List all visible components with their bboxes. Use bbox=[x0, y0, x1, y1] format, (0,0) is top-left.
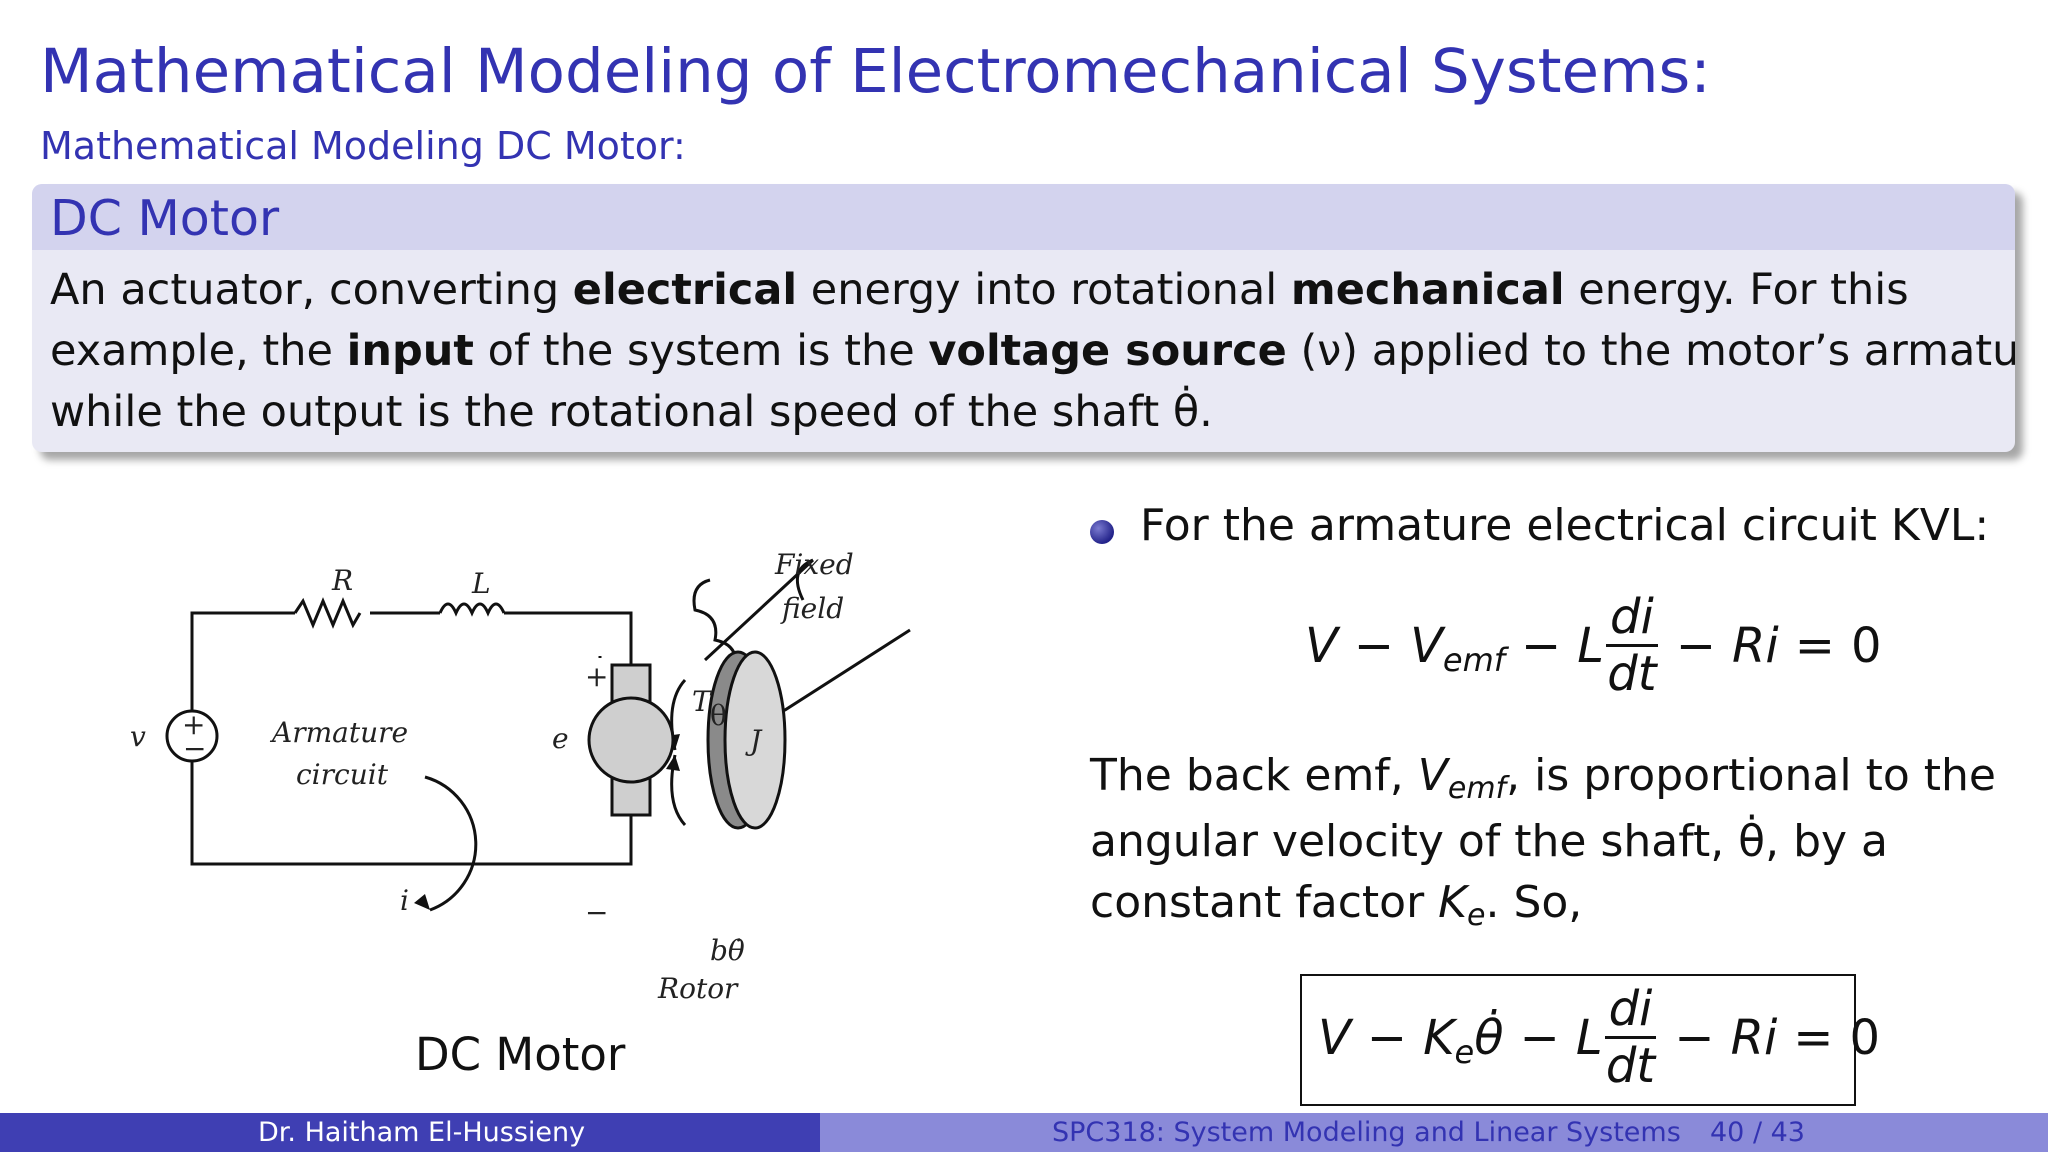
footer-right-panel bbox=[820, 1113, 2048, 1152]
eq-symbol: V bbox=[1318, 1009, 1351, 1066]
frame-subtitle: Mathematical Modeling DC Motor: bbox=[40, 124, 686, 168]
text: . So, bbox=[1485, 877, 1583, 928]
eq-numerator: di bbox=[1606, 590, 1658, 647]
para-line-2: angular velocity of the shaft, θ̇, by a bbox=[1090, 816, 1888, 867]
eq-symbol: 0 bbox=[1849, 1009, 1881, 1066]
label-theta: θ bbox=[710, 699, 727, 732]
bold-text: electrical bbox=[572, 265, 798, 315]
block-line-3: while the output is the rotational speed… bbox=[50, 387, 1213, 437]
eq-symbol: L bbox=[1575, 1009, 1603, 1066]
bold-text: input bbox=[346, 326, 474, 376]
resistor-symbol bbox=[293, 597, 362, 629]
label-b-theta: bθ̇ bbox=[710, 934, 745, 967]
text: The back emf, bbox=[1090, 750, 1418, 801]
label-e-plus: + bbox=[585, 660, 608, 693]
eq-symbol: V bbox=[1410, 617, 1443, 674]
eq-symbol: Ri bbox=[1732, 617, 1779, 674]
math-subscript: emf bbox=[1447, 771, 1507, 806]
para-line-3: constant factor Ke. So, bbox=[1090, 872, 2040, 938]
label-e: e bbox=[552, 722, 569, 755]
footer-page-number[interactable]: 40 / 43 bbox=[1710, 1117, 1805, 1148]
label-fixed: Fixed bbox=[774, 548, 854, 581]
eq-symbol: K bbox=[1423, 1009, 1455, 1066]
label-source-minus: − bbox=[183, 732, 206, 765]
block-body: An actuator, converting electrical energ… bbox=[50, 260, 2015, 443]
text: of the system is the bbox=[473, 326, 929, 376]
block-title: DC Motor bbox=[50, 190, 280, 247]
label-e-minus: − bbox=[585, 896, 608, 929]
frame-title: Mathematical Modeling of Electromechanic… bbox=[40, 36, 1711, 107]
label-rotor: Rotor bbox=[657, 972, 739, 1005]
bullet-text: For the armature electrical circuit KVL: bbox=[1140, 500, 1990, 551]
text: example, the bbox=[50, 326, 347, 376]
figure-caption: DC Motor bbox=[415, 1028, 626, 1081]
label-circuit: circuit bbox=[296, 758, 389, 791]
eq-subscript: e bbox=[1454, 1032, 1475, 1071]
label-i: i bbox=[400, 884, 409, 917]
label-armature: Armature bbox=[269, 716, 408, 749]
footer-bar: Dr. Haitham El-Hussieny SPC318: System M… bbox=[0, 1113, 2048, 1152]
label-v: v bbox=[130, 720, 146, 753]
block-line-2: example, the input of the system is the … bbox=[50, 321, 2015, 382]
label-l: L bbox=[471, 567, 491, 600]
inductor-symbol bbox=[438, 602, 506, 617]
current-loop-arrow bbox=[424, 775, 478, 912]
label-source-plus: + bbox=[182, 708, 205, 741]
text: energy into rotational bbox=[797, 265, 1291, 315]
text: energy. For this bbox=[1564, 265, 1909, 315]
math-subscript: e bbox=[1467, 898, 1486, 933]
footer-left-panel bbox=[0, 1113, 820, 1152]
label-j: J bbox=[745, 724, 763, 757]
eq-operator: − bbox=[1353, 617, 1395, 674]
eq-denominator: dt bbox=[1607, 646, 1657, 702]
para-line-1: The back emf, Vemf, is proportional to t… bbox=[1090, 745, 2040, 811]
block-line-1: An actuator, converting electrical energ… bbox=[50, 260, 1995, 321]
eq-operator: − bbox=[1366, 1009, 1408, 1066]
bold-text: voltage source bbox=[928, 326, 1287, 376]
math-symbol: V bbox=[1417, 750, 1448, 801]
text: An actuator, converting bbox=[50, 265, 573, 315]
voltage-source-symbol bbox=[165, 709, 219, 763]
dc-motor-diagram: R L v + − Armature circuit i e + − T θ J… bbox=[130, 548, 911, 1005]
bold-text: mechanical bbox=[1290, 265, 1565, 315]
definition-block: DC Motor An actuator, converting electri… bbox=[32, 184, 2015, 452]
back-emf-paragraph: The back emf, Vemf, is proportional to t… bbox=[1090, 745, 2040, 938]
label-field: field bbox=[780, 592, 844, 625]
text: constant factor bbox=[1090, 877, 1439, 928]
eq-operator: − bbox=[1674, 1009, 1715, 1066]
label-r: R bbox=[331, 564, 353, 597]
eq-symbol: L bbox=[1577, 617, 1604, 674]
eq-operator: = bbox=[1794, 617, 1835, 674]
label-t: T bbox=[692, 685, 713, 718]
footer-author: Dr. Haitham El-Hussieny bbox=[258, 1117, 586, 1148]
eq-symbol: V bbox=[1305, 617, 1338, 674]
eq-symbol: 0 bbox=[1850, 617, 1882, 674]
eq-operator: = bbox=[1793, 1009, 1834, 1066]
eq-symbol: θ̇ bbox=[1474, 1009, 1504, 1066]
damping-arrowhead bbox=[666, 755, 680, 771]
motor-symbol bbox=[587, 696, 675, 784]
rotor-disk bbox=[723, 650, 787, 830]
footer-course-title: SPC318: System Modeling and Linear Syste… bbox=[1052, 1117, 1681, 1148]
text: , is proportional to the bbox=[1506, 750, 1996, 801]
current-arrowhead bbox=[414, 894, 430, 910]
bullet-icon bbox=[1090, 520, 1114, 544]
eq-operator: − bbox=[1519, 1009, 1560, 1066]
eq-denominator: dt bbox=[1605, 1038, 1656, 1094]
eq-symbol: Ri bbox=[1730, 1009, 1778, 1066]
text: (ν) applied to the motor’s armature, bbox=[1286, 326, 2015, 376]
eq-numerator: di bbox=[1604, 982, 1657, 1039]
block-header bbox=[32, 184, 2015, 250]
eq-subscript: emf bbox=[1442, 640, 1506, 679]
math-symbol: K bbox=[1438, 877, 1468, 928]
eq-operator: − bbox=[1521, 617, 1562, 674]
eq-operator: − bbox=[1675, 617, 1717, 674]
